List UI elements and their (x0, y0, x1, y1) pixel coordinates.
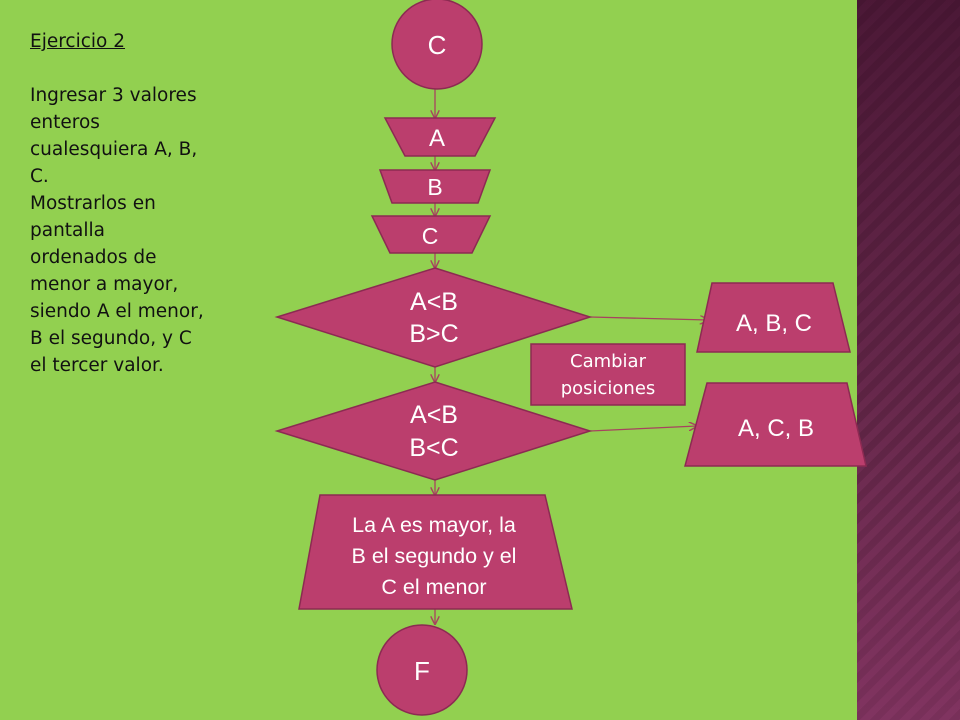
swap-note: Cambiar posiciones (530, 343, 686, 406)
final-output-line-1: La A es mayor, la (352, 513, 516, 537)
decision-2-line-2: B<C (409, 434, 458, 462)
swap-note-line-2: posiciones (561, 378, 656, 399)
exercise-body: Ingresar 3 valores enteros cualesquiera … (30, 85, 204, 376)
output-acb-label: A, C, B (738, 415, 814, 442)
decision-1-line-1: A<B (410, 288, 458, 316)
output-abc-label: A, B, C (736, 310, 812, 337)
decision-2-shape (274, 381, 593, 481)
output-abc-node: A, B, C (696, 282, 851, 353)
final-output-shape (298, 494, 573, 610)
exercise-title: Ejercicio 2 (30, 31, 126, 52)
output-abc-shape (696, 282, 851, 353)
decision-1-shape (274, 267, 593, 368)
connector-decision2-to-output-acb (589, 426, 697, 432)
final-output-line-3: C el menor (381, 575, 486, 599)
start-circle (391, 0, 483, 90)
final-output-node: La A es mayor, la B el segundo y el C el… (298, 494, 573, 610)
input-b-shape (378, 169, 492, 204)
decision-1-node: A<B B>C (274, 267, 593, 368)
input-a-label: A (429, 125, 445, 152)
input-c-label: C (422, 223, 439, 249)
input-a-shape (383, 117, 497, 157)
start-node: C (391, 0, 483, 90)
input-b-label: B (427, 174, 442, 200)
decision-2-line-1: A<B (410, 401, 458, 429)
end-circle (376, 624, 468, 716)
input-a-node: A (383, 117, 497, 157)
input-b-node: B (378, 169, 492, 204)
final-output-line-2: B el segundo y el (352, 544, 517, 568)
side-band-shading (857, 0, 960, 720)
exercise-description: Ejercicio 2 Ingresar 3 valores enteros c… (30, 28, 240, 379)
end-label: F (414, 656, 430, 686)
swap-note-box (530, 343, 686, 406)
input-c-shape (370, 215, 492, 254)
connector-decision1-to-output-abc (589, 317, 708, 320)
output-acb-shape (684, 382, 867, 467)
end-node: F (376, 624, 468, 716)
decision-2-node: A<B B<C (274, 381, 593, 481)
swap-note-line-1: Cambiar (570, 351, 647, 372)
start-label: C (428, 30, 447, 60)
decision-1-line-2: B>C (409, 320, 458, 348)
output-acb-node: A, C, B (684, 382, 867, 467)
input-c-node: C (370, 215, 492, 254)
